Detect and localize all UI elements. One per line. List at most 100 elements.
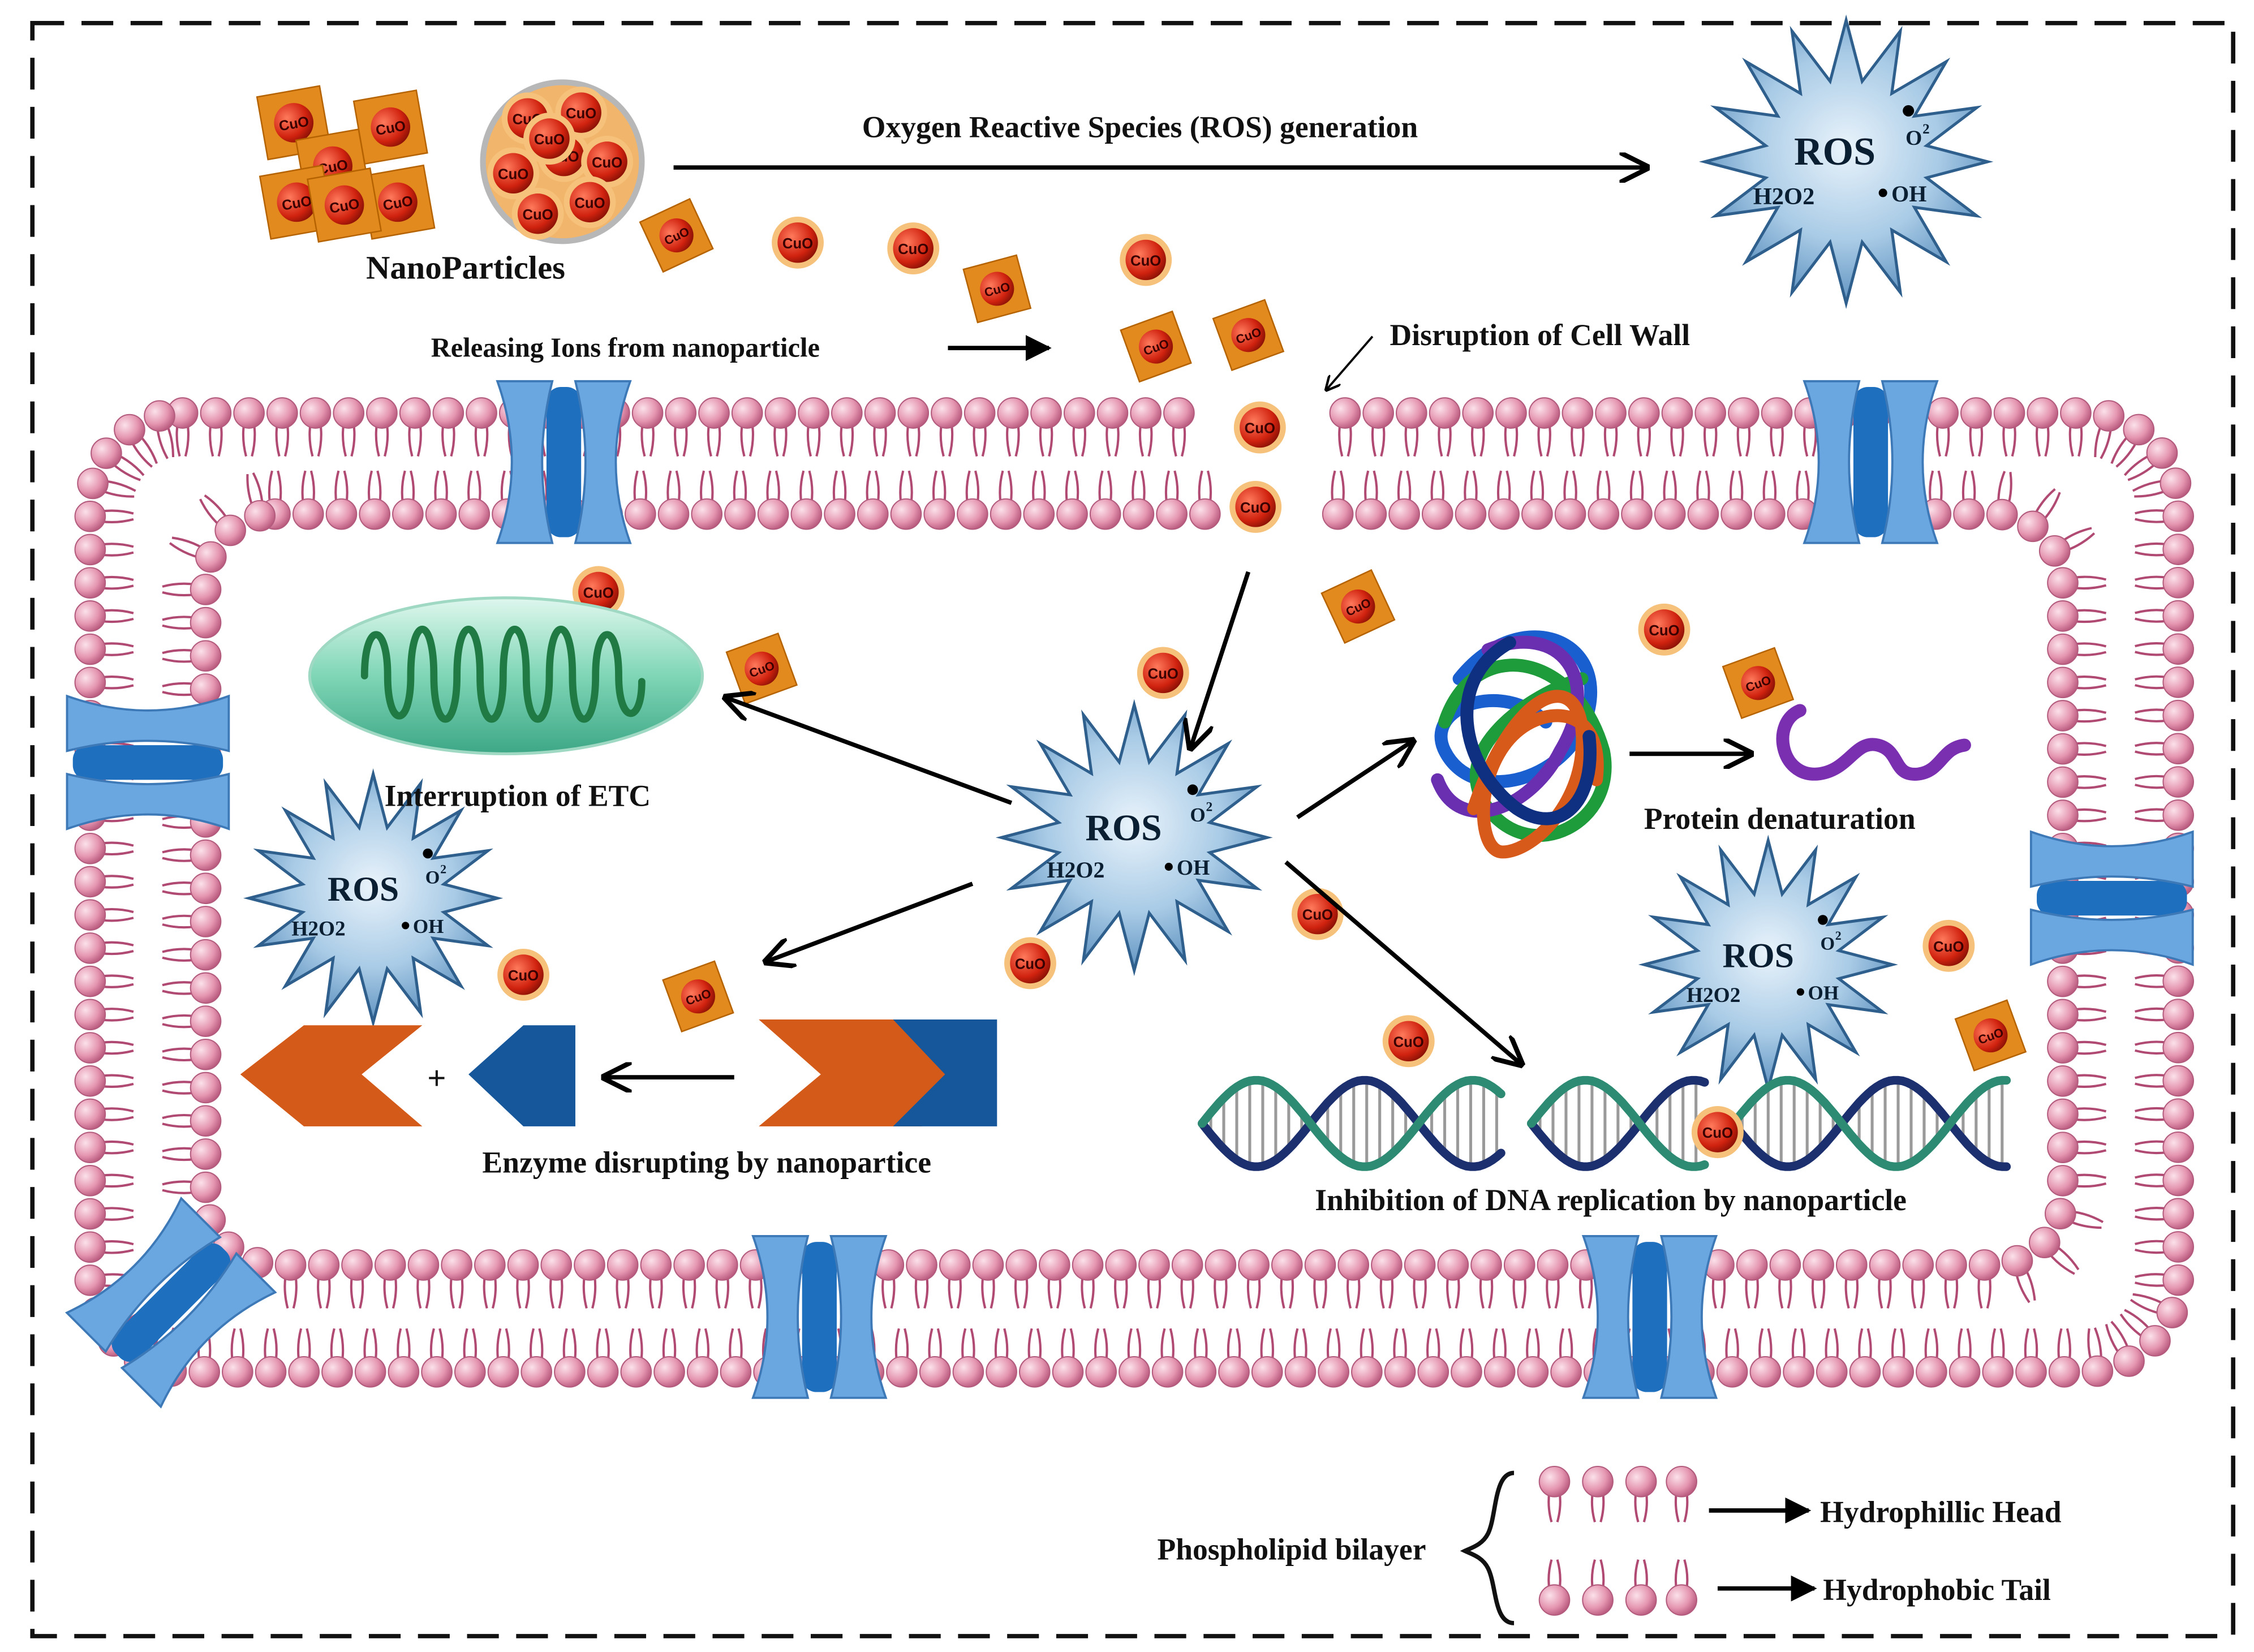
svg-text:CuO: CuO bbox=[1302, 907, 1333, 923]
ros-to-mito-arrow bbox=[725, 698, 1013, 805]
cuo-particle-square: CuO bbox=[725, 632, 798, 705]
cuo-particle-round: CuO bbox=[1922, 919, 1975, 972]
svg-text:CuO: CuO bbox=[498, 166, 528, 182]
disruption-arrow bbox=[1326, 335, 1374, 390]
svg-text:CuO: CuO bbox=[782, 236, 813, 252]
dashed-frame bbox=[30, 21, 2236, 1638]
enzyme-intact bbox=[759, 1019, 997, 1126]
svg-text:OH: OH bbox=[413, 915, 444, 937]
cuo-particle-square: CuO bbox=[639, 197, 714, 273]
cuo-particle-round: CuO bbox=[487, 147, 540, 200]
cuo-particle-square: CuO bbox=[662, 960, 734, 1032]
svg-text:CuO: CuO bbox=[592, 155, 622, 171]
cuo-particle-round: CuO bbox=[887, 222, 940, 274]
cuo-particle-round: CuO bbox=[523, 113, 575, 165]
svg-text:CuO: CuO bbox=[1649, 623, 1679, 639]
cuo-particle-square: CuO bbox=[1120, 310, 1192, 383]
cuo-particle-square: CuO bbox=[1954, 999, 2027, 1072]
channel-left bbox=[66, 694, 230, 831]
mitochondrion bbox=[308, 596, 704, 755]
ros-to-dna-arrow bbox=[1284, 860, 1521, 1064]
denatured-protein bbox=[1776, 704, 1971, 781]
channel-top-right bbox=[1803, 380, 1939, 544]
svg-text:CuO: CuO bbox=[508, 968, 539, 984]
svg-text:O: O bbox=[1905, 127, 1922, 150]
channel-right bbox=[2029, 830, 2194, 966]
svg-text:CuO: CuO bbox=[1702, 1125, 1733, 1141]
svg-text:CuO: CuO bbox=[1240, 500, 1271, 516]
channel-bottom-left bbox=[64, 1196, 277, 1409]
cuo-particle-round: CuO bbox=[1291, 888, 1344, 940]
svg-text:ROS: ROS bbox=[1794, 130, 1876, 174]
label-nanoparticles: NanoParticles bbox=[366, 249, 565, 286]
legend-title: Phospholipid bilayer bbox=[1157, 1533, 1426, 1567]
svg-text:CuO: CuO bbox=[522, 207, 553, 223]
svg-text:H2O2: H2O2 bbox=[291, 917, 345, 940]
label-disruption-cell-wall: Disruption of Cell Wall bbox=[1390, 318, 1691, 352]
cuo-particle-round: CuO bbox=[1382, 1015, 1435, 1068]
label-enzyme-plus: + bbox=[428, 1060, 446, 1096]
ions-to-ros-arrow bbox=[1190, 571, 1251, 748]
dna-helix: CuO bbox=[1198, 1075, 2011, 1171]
svg-text:CuO: CuO bbox=[1933, 939, 1964, 955]
label-releasing-ions: Releasing Ions from nanoparticle bbox=[431, 333, 820, 363]
cuo-particle-round: CuO bbox=[1004, 937, 1056, 990]
svg-text:H2O2: H2O2 bbox=[1753, 183, 1815, 210]
label-dna-inhibition: Inhibition of DNA replication by nanopar… bbox=[1315, 1183, 1907, 1217]
svg-text:O: O bbox=[1820, 934, 1835, 954]
legend-head-label: Hydrophillic Head bbox=[1820, 1495, 2062, 1529]
arrows bbox=[604, 167, 1817, 1602]
svg-text:H2O2: H2O2 bbox=[1047, 857, 1104, 883]
label-enzyme-disrupting: Enzyme disrupting by nanopartice bbox=[482, 1146, 931, 1180]
cuo-particle-round: CuO bbox=[1229, 480, 1282, 533]
cuo-particle-square: CuO bbox=[352, 89, 428, 165]
svg-text:2: 2 bbox=[1922, 122, 1929, 137]
svg-text:2: 2 bbox=[440, 862, 446, 876]
label-ros-generation: Oxygen Reactive Species (ROS) generation bbox=[862, 110, 1418, 144]
cuo-particle-square: CuO bbox=[1212, 299, 1285, 371]
cuo-particle-round: CuO bbox=[581, 135, 634, 188]
cell-membrane bbox=[74, 397, 2195, 1388]
svg-text:OH: OH bbox=[1891, 181, 1926, 206]
svg-text:ROS: ROS bbox=[1085, 807, 1162, 849]
cuo-particle-square: CuO bbox=[307, 167, 382, 243]
svg-text:ROS: ROS bbox=[328, 870, 399, 909]
svg-text:OH: OH bbox=[1808, 982, 1839, 1004]
cuo-particle-round: CuO bbox=[1638, 603, 1691, 656]
membrane-channels bbox=[64, 380, 2194, 1409]
channel-bottom-right bbox=[1581, 1234, 1718, 1399]
legend-bilayer bbox=[1538, 1465, 1697, 1616]
svg-text:ROS: ROS bbox=[1723, 936, 1794, 975]
svg-text:CuO: CuO bbox=[534, 132, 565, 148]
svg-text:CuO: CuO bbox=[1245, 421, 1275, 437]
svg-text:OH: OH bbox=[1177, 857, 1210, 880]
svg-text:CuO: CuO bbox=[1148, 666, 1178, 682]
svg-text:CuO: CuO bbox=[574, 195, 605, 211]
svg-text:CuO: CuO bbox=[1393, 1034, 1424, 1050]
svg-text:CuO: CuO bbox=[583, 586, 614, 601]
cuo-particle-round: CuO bbox=[511, 187, 564, 240]
cuo-particle-round: CuO bbox=[1692, 1106, 1744, 1159]
svg-text:O: O bbox=[425, 867, 440, 888]
cuo-particle-round: CuO bbox=[1233, 401, 1286, 454]
folded-protein bbox=[1431, 630, 1612, 859]
cuo-particle-round: CuO bbox=[497, 948, 550, 1001]
svg-text:H2O2: H2O2 bbox=[1687, 984, 1740, 1007]
enzyme-fragment-orange bbox=[240, 1025, 423, 1126]
label-interruption-etc: Interruption of ETC bbox=[385, 778, 651, 812]
svg-text:O: O bbox=[1190, 804, 1205, 826]
svg-text:CuO: CuO bbox=[898, 242, 928, 257]
label-protein-denaturation: Protein denaturation bbox=[1644, 802, 1916, 836]
svg-text:CuO: CuO bbox=[566, 106, 596, 122]
cuo-particle-square: CuO bbox=[1722, 647, 1795, 720]
cuo-particle-round: CuO bbox=[564, 176, 616, 229]
cuo-particle-round: CuO bbox=[772, 216, 824, 269]
legend-tail-label: Hydrophobic Tail bbox=[1823, 1573, 2051, 1607]
cuo-particle-round: CuO bbox=[1137, 647, 1189, 699]
legend-brace bbox=[1460, 1470, 1515, 1625]
